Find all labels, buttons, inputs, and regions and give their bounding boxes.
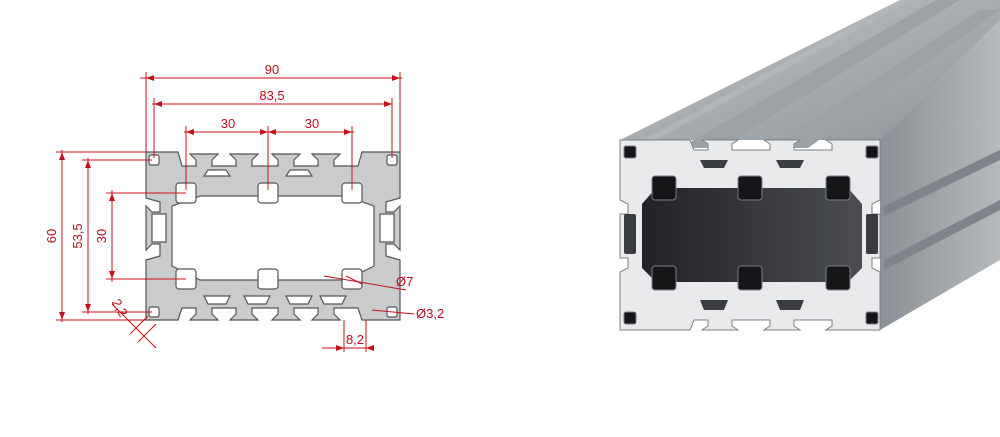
profile-cross-section bbox=[145, 151, 401, 321]
height-dimension: 60 bbox=[44, 150, 146, 322]
width-dimension: 90 bbox=[140, 62, 402, 152]
inner-height-label: 53,5 bbox=[70, 223, 85, 248]
height-label: 60 bbox=[44, 229, 59, 243]
corner-bore-label: Ø3,2 bbox=[416, 306, 444, 321]
pitch-right-label: 30 bbox=[305, 116, 319, 131]
bore-label: Ø7 bbox=[396, 274, 413, 289]
width-label: 90 bbox=[265, 62, 279, 77]
bore-dimension: Ø7 bbox=[323, 274, 413, 291]
pitch-dimension-horizontal: 30 30 bbox=[184, 116, 354, 190]
pitch-vertical-label: 30 bbox=[94, 229, 109, 243]
slot-label: 8,2 bbox=[346, 332, 364, 347]
inner-width-dimension: 83,5 bbox=[152, 88, 393, 158]
inner-width-label: 83,5 bbox=[259, 88, 284, 103]
pitch-dimension-vertical: 30 bbox=[94, 190, 186, 282]
corner-bore-dimension: Ø3,2 bbox=[371, 306, 444, 321]
inner-height-dimension: 53,5 bbox=[70, 158, 152, 314]
bores bbox=[623, 145, 879, 325]
central-cavity bbox=[642, 188, 862, 282]
corner-label: 2,2 bbox=[109, 296, 131, 319]
profile-3d-render bbox=[619, 0, 1000, 331]
slot-dimension: 8,2 bbox=[322, 320, 374, 352]
pitch-left-label: 30 bbox=[221, 116, 235, 131]
technical-drawing: 90 83,5 30 30 bbox=[44, 62, 444, 352]
